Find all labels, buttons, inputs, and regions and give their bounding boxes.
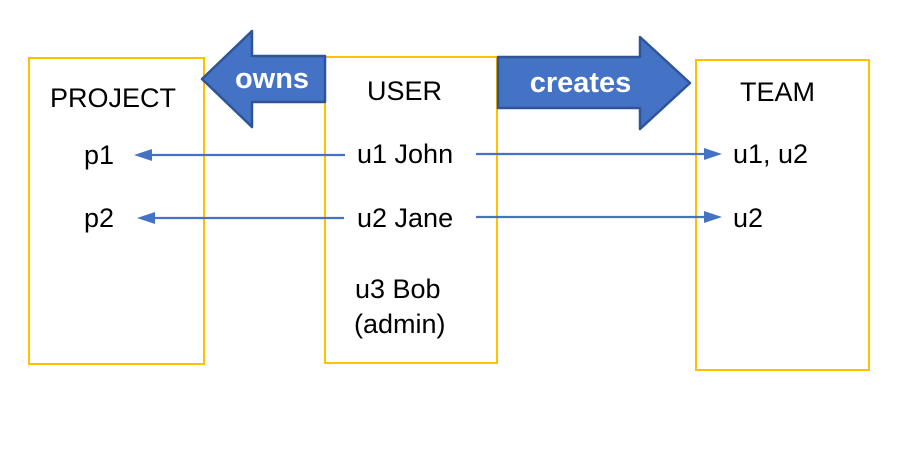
owns-arrow-label: owns	[234, 63, 310, 95]
user-box-title: USER	[367, 76, 443, 106]
team-box	[695, 59, 870, 371]
project-box	[28, 57, 205, 365]
project-item-p1: p1	[84, 140, 115, 170]
user-item-u3: u3 Bob	[355, 274, 441, 304]
creates-arrow-label: creates	[529, 67, 632, 99]
user-item-u2: u2 Jane	[357, 203, 454, 233]
user-box	[324, 56, 498, 364]
team-item-row2: u2	[733, 203, 764, 233]
user-item-u3-admin-note: (admin)	[354, 309, 446, 339]
project-box-title: PROJECT	[50, 83, 177, 113]
project-item-p2: p2	[84, 203, 115, 233]
team-box-title: TEAM	[740, 77, 816, 107]
team-item-row1: u1, u2	[733, 139, 809, 169]
user-item-u1: u1 John	[357, 139, 454, 169]
